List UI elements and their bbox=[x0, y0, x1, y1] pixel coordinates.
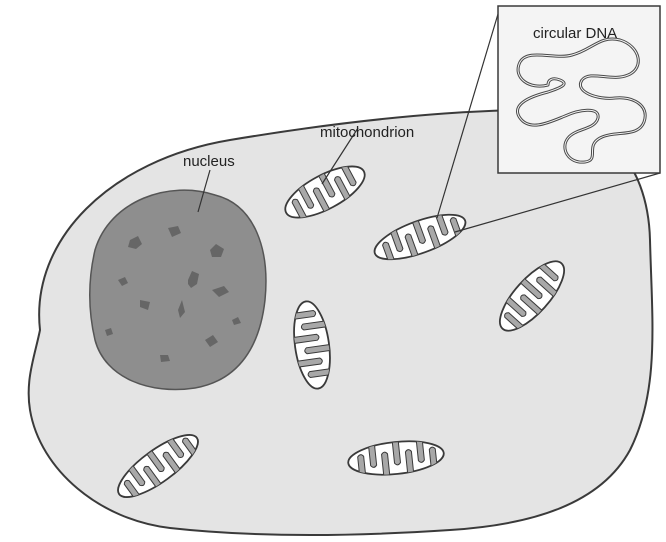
nucleus-label: nucleus bbox=[183, 153, 235, 170]
mitochondrion-label: mitochondrion bbox=[320, 124, 414, 141]
nucleus-body bbox=[90, 190, 266, 389]
circular-dna-label: circular DNA bbox=[533, 25, 617, 42]
nucleus bbox=[90, 190, 266, 389]
